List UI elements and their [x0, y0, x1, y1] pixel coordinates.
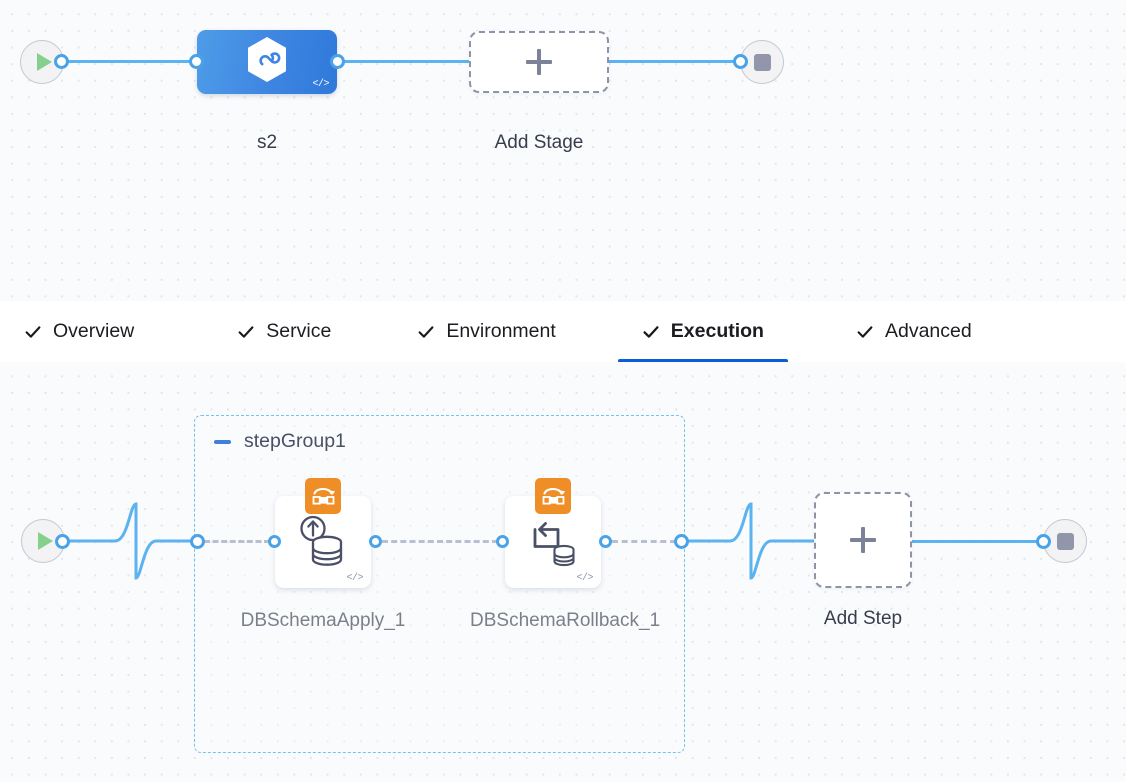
step-group-header[interactable]: stepGroup1: [212, 432, 346, 452]
step1-out-port[interactable]: [369, 535, 382, 548]
stage-end-port[interactable]: [733, 54, 748, 69]
stage-node-label: s2: [256, 132, 278, 153]
tab-execution[interactable]: Execution: [617, 301, 789, 362]
play-icon: [36, 53, 52, 71]
step1-label: DBSchemaApply_1: [240, 610, 406, 631]
db-schema-badge-icon: [535, 478, 571, 514]
group-out-port[interactable]: [674, 534, 689, 549]
add-step-label: Add Step: [823, 608, 903, 629]
step2-out-port[interactable]: [599, 535, 612, 548]
step-start-port[interactable]: [55, 534, 70, 549]
step-node-dbschemaapply[interactable]: </>: [275, 478, 371, 588]
step1-in-port[interactable]: [268, 535, 281, 548]
play-icon: [37, 532, 53, 550]
plus-icon: [526, 49, 552, 75]
check-icon: [856, 323, 874, 341]
edge-group-to-addstep: [684, 502, 816, 580]
edge-start-to-stage: [60, 60, 200, 63]
stop-icon: [753, 53, 771, 71]
add-step-button[interactable]: [814, 492, 912, 588]
group-in-port[interactable]: [190, 534, 205, 549]
tab-service-label: Service: [266, 319, 332, 342]
stage-canvas[interactable]: </> s2 Add Stage: [0, 0, 1126, 301]
step-node-dbschemarollback[interactable]: </>: [505, 478, 601, 588]
database-apply-icon: [292, 510, 354, 577]
step-group-title: stepGroup1: [244, 430, 346, 453]
stage-start-port[interactable]: [54, 54, 69, 69]
check-icon: [24, 323, 42, 341]
tab-environment[interactable]: Environment: [415, 301, 557, 362]
edge-addstage-to-end: [609, 60, 749, 63]
edge-stage-to-addstage: [340, 60, 470, 63]
edge-group-to-step1: [204, 540, 270, 543]
tab-overview-label: Overview: [53, 319, 135, 342]
add-stage-button[interactable]: [469, 31, 609, 93]
step-end-port[interactable]: [1036, 534, 1051, 549]
database-rollback-icon: [522, 510, 584, 577]
stage-code-icon[interactable]: </>: [312, 79, 329, 90]
tab-environment-label: Environment: [446, 319, 556, 342]
tab-advanced[interactable]: Advanced: [854, 301, 974, 362]
tab-advanced-label: Advanced: [884, 319, 972, 342]
stage-in-port[interactable]: [189, 54, 204, 69]
edge-addstep-to-end: [912, 540, 1042, 543]
stage-node-s2[interactable]: </>: [197, 30, 337, 94]
tab-execution-label: Execution: [670, 319, 764, 342]
step1-code-icon[interactable]: </>: [346, 573, 363, 584]
step2-label: DBSchemaRollback_1: [470, 610, 661, 631]
harness-hexagon-icon: [245, 36, 289, 89]
edge-step2-to-group: [612, 540, 676, 543]
edge-start-to-group: [60, 502, 202, 580]
plus-icon: [850, 527, 876, 553]
check-icon: [237, 323, 255, 341]
step-group-container[interactable]: [194, 415, 685, 753]
check-icon: [642, 323, 660, 341]
step-start-node[interactable]: [21, 519, 65, 563]
step-end-node[interactable]: [1043, 519, 1087, 563]
db-schema-badge-icon: [305, 478, 341, 514]
step2-code-icon[interactable]: </>: [576, 573, 593, 584]
step2-in-port[interactable]: [496, 535, 509, 548]
tab-service[interactable]: Service: [235, 301, 333, 362]
add-stage-label: Add Stage: [494, 132, 584, 153]
execution-canvas[interactable]: stepGroup1: [0, 362, 1126, 782]
stage-out-port[interactable]: [330, 54, 345, 69]
edge-step1-to-step2: [382, 540, 498, 543]
tab-overview[interactable]: Overview: [22, 301, 136, 362]
minus-icon[interactable]: [212, 432, 232, 452]
stop-icon: [1056, 532, 1074, 550]
stage-config-tabs: Overview Service Environment Execution A: [0, 301, 1126, 362]
check-icon: [417, 323, 435, 341]
